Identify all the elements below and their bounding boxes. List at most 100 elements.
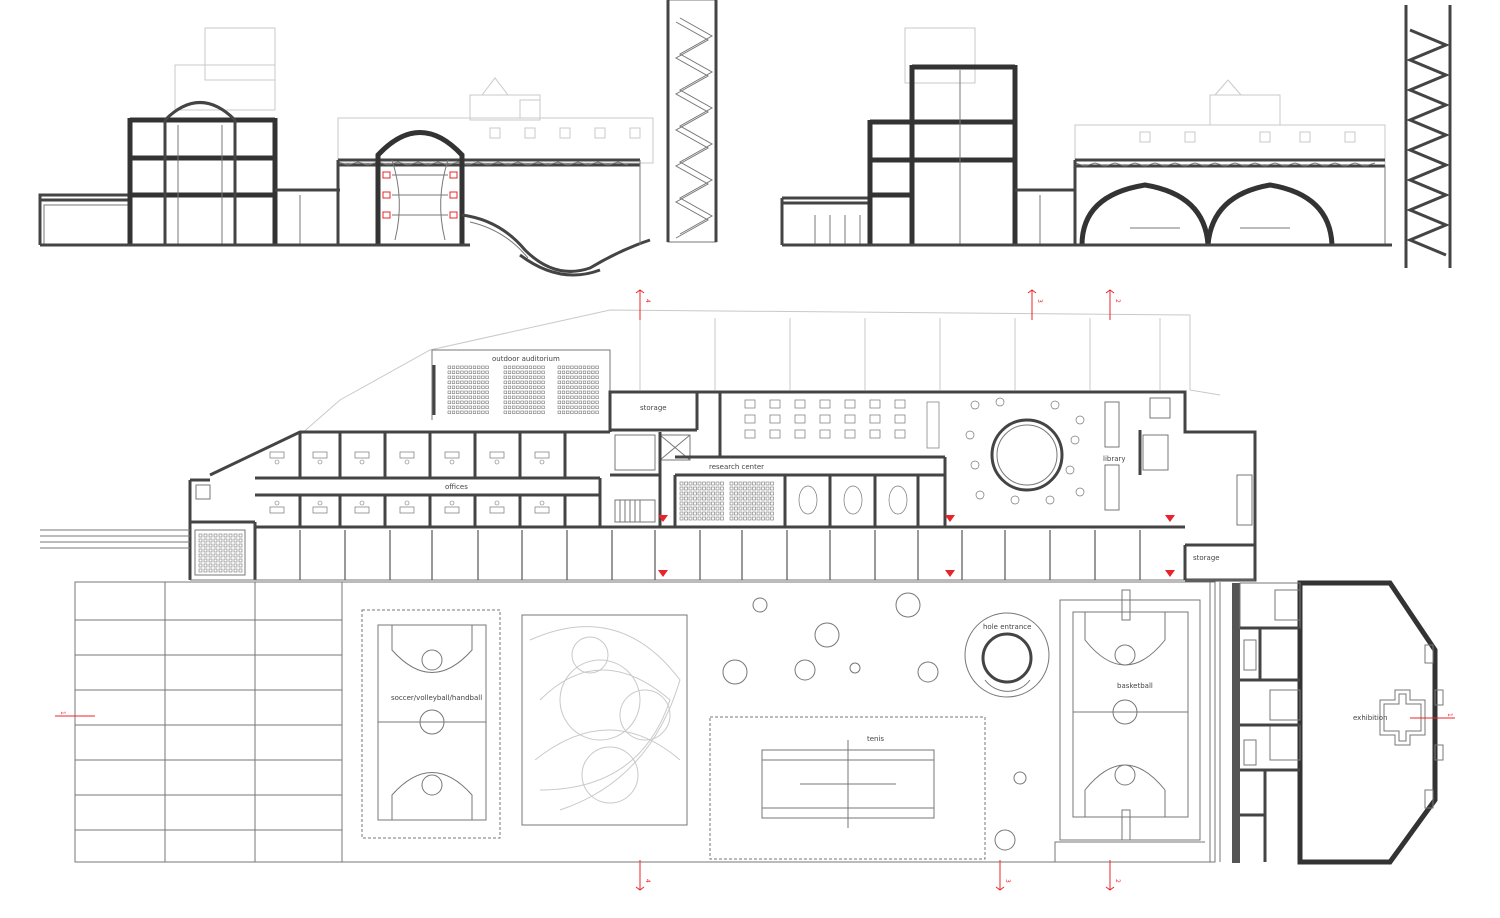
seat [218,538,223,543]
seat [228,558,233,563]
seat [485,395,489,399]
seat [524,410,528,414]
seat [447,410,451,414]
seat [595,365,599,369]
seat [734,491,738,496]
seat [541,375,545,379]
seat [528,380,533,384]
seat [208,563,213,568]
seat [561,365,566,369]
seat [582,405,587,409]
seat [587,400,591,404]
seat [238,533,243,538]
seat [756,491,761,496]
seat [460,410,464,414]
seat [761,496,765,501]
seat [451,400,456,404]
seat [770,516,774,521]
seat [679,501,684,506]
seat [738,496,743,501]
seat [747,501,752,506]
seat [464,395,468,399]
seat [528,365,533,369]
seat [761,501,765,506]
label-offices: offices [445,483,468,491]
seat [537,405,541,409]
seat [512,365,516,369]
label-tenis: tenis [867,735,884,743]
seat [761,481,765,486]
seat [456,395,460,399]
section-mark-4-top: 4 [644,299,651,303]
seat [765,496,770,501]
seat [213,568,218,573]
seat [516,385,520,389]
seat [537,410,541,414]
seat [578,380,582,384]
seat [595,390,599,394]
seat [561,395,566,399]
round-table [798,485,818,515]
desk [894,414,906,424]
seat [591,395,595,399]
seat [208,543,213,548]
seat [477,405,481,409]
seat [208,553,213,558]
seat [693,481,697,486]
seat [213,558,218,563]
seat [702,511,706,516]
seat [587,365,591,369]
seat [679,516,684,521]
section-mark-1-right: 1 [1446,713,1453,717]
seat [587,405,591,409]
desk [819,399,831,409]
seat [697,481,702,486]
seat [460,365,464,369]
seat [477,375,481,379]
left-room-seats [198,533,243,573]
seat [734,496,738,501]
seat [693,496,697,501]
seat [520,405,524,409]
seat [238,563,243,568]
chair [359,500,365,506]
library-table [1075,487,1085,497]
seat [456,385,460,389]
seat [684,496,688,501]
seat [507,375,512,379]
section-mark-4-bottom: 4 [644,879,651,883]
seat [715,511,720,516]
seat [761,486,765,491]
seat [198,553,203,558]
seat [688,496,693,501]
seat [451,410,456,414]
seat [566,405,570,409]
seat [743,491,747,496]
seat [715,501,720,506]
seat [697,501,702,506]
seat [218,568,223,573]
seat [464,375,468,379]
desk [819,429,831,439]
seat [208,533,213,538]
seat [203,568,208,573]
seat [761,506,765,511]
exhibition-building [1232,580,1444,865]
seat [702,516,706,521]
seat [451,390,456,394]
seat [503,385,507,389]
seat [208,568,213,573]
seat [587,385,591,389]
seat [752,496,756,501]
seat [228,538,233,543]
seat [537,370,541,374]
seat [582,400,587,404]
seat [765,491,770,496]
seat [720,491,724,496]
seat [468,405,472,409]
seat [574,410,578,414]
seat [451,370,456,374]
seat [520,410,524,414]
seat [570,385,574,389]
seat [578,390,582,394]
